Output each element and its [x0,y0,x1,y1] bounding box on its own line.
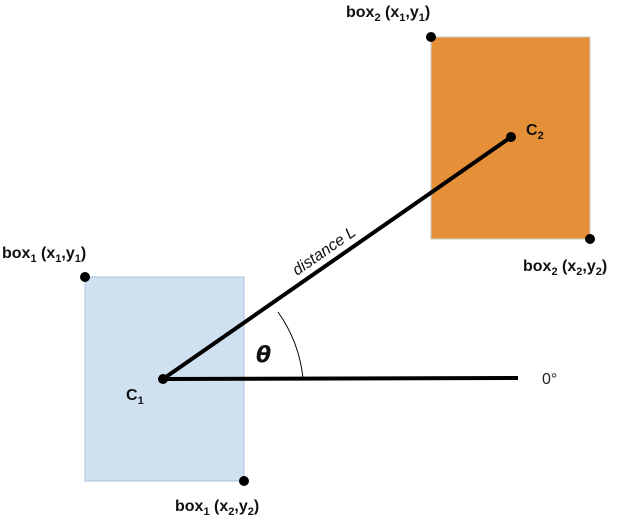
box2-top-left-point [426,32,436,42]
center2-point [506,132,516,142]
box1-bottom-right-label: box1 (x2,y2) [175,498,259,518]
angle-theta-label: θ [256,343,271,368]
box2-top-left-label: box2 (x1,y1) [346,4,430,24]
zero-degree-reference-line [162,376,519,381]
distance-line [161,135,513,381]
center1-point [158,374,168,384]
box1-top-left-point [80,272,90,282]
center2-label: C2 [526,122,544,142]
box2-bottom-right-point [585,234,595,244]
angle-arc [277,311,304,379]
zero-degree-label: 0° [542,371,557,388]
center1-label: C1 [126,387,144,407]
box2-bottom-right-label: box2 (x2,y2) [523,258,607,278]
box1-top-left-label: box1 (x1,y1) [2,245,86,265]
box1-bottom-right-point [239,476,249,486]
